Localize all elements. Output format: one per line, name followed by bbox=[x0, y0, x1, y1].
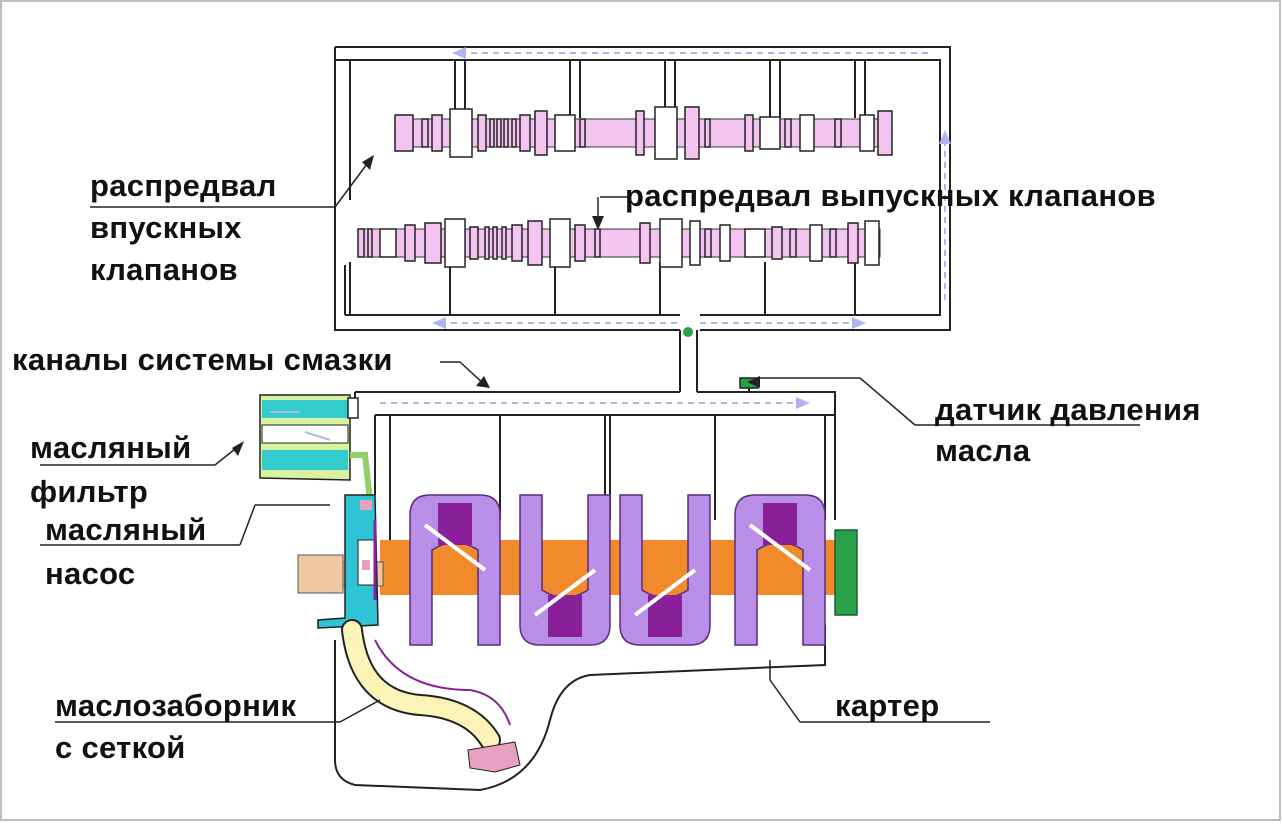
leader-lines bbox=[40, 159, 1140, 723]
exhaust-camshaft bbox=[357, 218, 881, 268]
cam-lobe bbox=[659, 218, 683, 268]
cam-lobe bbox=[684, 106, 700, 160]
cam-lobe bbox=[799, 114, 815, 152]
oil-pump-label-line1: масляный bbox=[45, 512, 207, 547]
oil-filter-label-line2: фильтр bbox=[30, 474, 149, 509]
cam-lobe bbox=[829, 228, 837, 258]
oil-pickup-label-line1: маслозаборник bbox=[55, 688, 297, 723]
cam-lobe bbox=[449, 108, 473, 158]
cam-lobe bbox=[519, 114, 531, 152]
cam-lobe bbox=[444, 218, 466, 268]
cam-lobe bbox=[394, 114, 414, 152]
cam-lobe bbox=[527, 220, 543, 266]
cam-lobe bbox=[789, 228, 797, 258]
cam-lobe bbox=[639, 222, 651, 264]
riser-pipe bbox=[679, 330, 698, 392]
riser-joint bbox=[683, 327, 693, 337]
cam-lobe bbox=[501, 226, 507, 260]
pressure-sensor-label-line2: масла bbox=[935, 433, 1031, 468]
cam-lobe bbox=[511, 224, 523, 262]
cam-lobe bbox=[689, 220, 701, 266]
cam-lobe bbox=[579, 118, 586, 148]
cam-lobe bbox=[847, 222, 859, 264]
cam-lobe bbox=[635, 110, 645, 156]
cam-lobe bbox=[784, 118, 792, 148]
oil-filter-label-line1: масляный bbox=[30, 430, 192, 465]
cam-lobe bbox=[511, 118, 517, 148]
intake-camshaft-label-line2: впускных bbox=[90, 210, 242, 245]
cam-lobe bbox=[379, 228, 397, 258]
cam-lobe bbox=[431, 114, 443, 152]
cam-lobe bbox=[864, 220, 880, 266]
crank-webs bbox=[409, 494, 826, 646]
cam-lobe bbox=[859, 114, 875, 152]
cam-lobe bbox=[477, 114, 487, 152]
cam-lobe bbox=[492, 226, 498, 260]
crankcase-label: картер bbox=[835, 688, 940, 723]
cam-lobe bbox=[484, 226, 490, 260]
oil-pump-label-line2: насос bbox=[45, 556, 136, 591]
head-arrow-heads bbox=[432, 47, 951, 329]
cam-lobe bbox=[549, 218, 571, 268]
cam-lobe bbox=[503, 118, 509, 148]
cam-lobe bbox=[704, 228, 712, 258]
crankcase-outline bbox=[334, 415, 836, 792]
crank-oil-passage bbox=[533, 568, 597, 617]
oil-pump-body bbox=[317, 494, 379, 629]
cam-lobe bbox=[834, 118, 842, 148]
cam-lobe bbox=[404, 224, 416, 262]
cam-lobe bbox=[704, 118, 711, 148]
cam-lobe bbox=[574, 224, 586, 262]
cam-lobe bbox=[367, 228, 373, 258]
flywheel bbox=[834, 529, 858, 616]
cam-lobe bbox=[877, 110, 893, 156]
oil-pickup-label-line2: с сеткой bbox=[55, 730, 186, 765]
crank-oil-passage bbox=[633, 568, 697, 617]
cam-lobe bbox=[489, 118, 495, 148]
cam-lobe bbox=[534, 110, 548, 156]
cam-lobe bbox=[554, 114, 576, 152]
cam-lobe bbox=[594, 228, 601, 258]
leader-arrow-heads bbox=[232, 155, 760, 456]
intake-camshaft bbox=[394, 106, 893, 160]
cam-lobe bbox=[357, 228, 365, 258]
oil-pickup-tube bbox=[341, 619, 521, 773]
crank-oil-passage bbox=[423, 523, 487, 572]
cam-lobe bbox=[771, 226, 783, 260]
cam-lobe bbox=[744, 114, 754, 152]
cam-lobe bbox=[424, 222, 442, 264]
oil-channels-label: каналы системы смазки bbox=[12, 342, 393, 377]
head-oil-gallery bbox=[334, 46, 951, 331]
crank-pulley bbox=[297, 554, 344, 594]
intake-camshaft-label-line1: распредвал bbox=[90, 168, 277, 203]
cam-lobe bbox=[759, 116, 781, 150]
pressure-sensor-label-line1: датчик давления bbox=[935, 392, 1201, 427]
cam-lobe bbox=[469, 226, 479, 260]
cam-lobe bbox=[654, 106, 678, 160]
exhaust-camshaft-label: распредвал выпускных клапанов bbox=[625, 178, 1156, 213]
cam-lobe bbox=[421, 118, 429, 148]
cam-lobe bbox=[719, 224, 731, 262]
cam-lobe bbox=[809, 224, 823, 262]
oil-filter-body bbox=[259, 394, 373, 501]
crank-oil-passage bbox=[748, 523, 812, 572]
intake-camshaft-label-line3: клапанов bbox=[90, 252, 238, 287]
gallery-flow-arrow bbox=[796, 397, 810, 409]
cam-lobe bbox=[744, 228, 766, 258]
cam-lobe bbox=[496, 118, 502, 148]
head-flow-arrows bbox=[440, 52, 946, 324]
